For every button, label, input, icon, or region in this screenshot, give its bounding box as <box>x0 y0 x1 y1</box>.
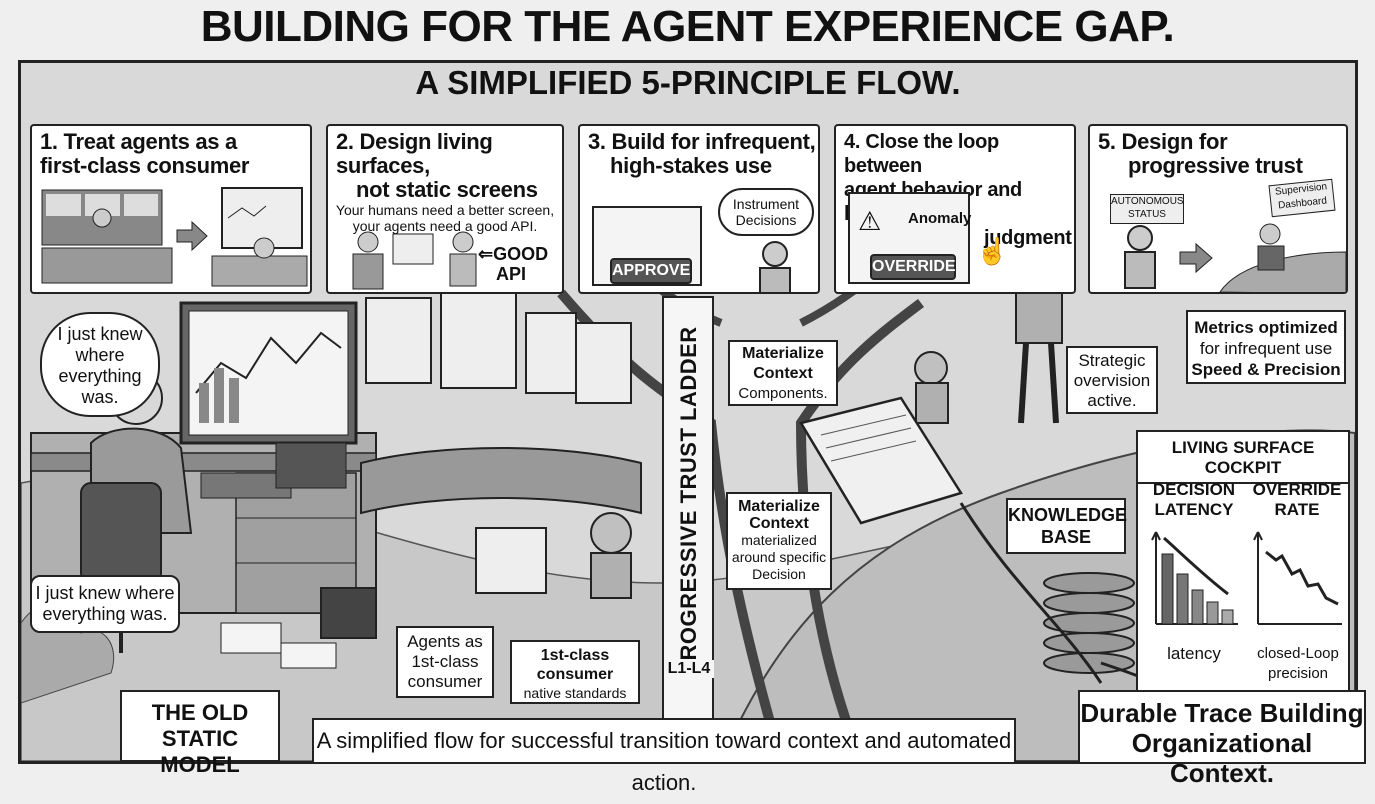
pointing-hand-icon: ☝ <box>976 236 1009 266</box>
ladder-label: PROGRESSIVE TRUST LADDER <box>676 326 701 676</box>
override-button[interactable]: OVERRIDE <box>870 254 956 280</box>
human-and-robot-illustration <box>352 231 477 290</box>
latency-caption: latency <box>1167 644 1221 663</box>
principle-2-caption: Your humans need a better screen,your ag… <box>335 202 555 234</box>
cockpit-charts <box>1151 531 1342 625</box>
trust-progression-illustration <box>1124 223 1346 292</box>
anomaly-label: Anomaly <box>908 210 972 227</box>
flow-subtitle: A SIMPLIFIED 5-PRINCIPLE FLOW. <box>415 64 961 101</box>
principle-3-title: 3. Build for infrequent,high-stakes use <box>588 129 816 178</box>
cockpit-title: LIVING SURFACE COCKPIT <box>1138 432 1348 484</box>
robot-icon <box>759 241 791 292</box>
arrow-left-icon: ⇐ <box>478 244 494 264</box>
control-room-illustration <box>41 187 308 287</box>
page-title: BUILDING FOR THE AGENT EXPERIENCE GAP. <box>200 2 1175 51</box>
warning-icon: ⚠ <box>858 206 882 236</box>
principle-card-2: 2. Design living surfaces,not static scr… <box>326 124 564 294</box>
approve-button[interactable]: APPROVE <box>610 258 692 284</box>
footer-caption: A simplified flow for successful transit… <box>312 718 1016 795</box>
ladder-level: L1-L4 <box>664 660 714 678</box>
principle-2-title: 2. Design living surfaces,not static scr… <box>336 129 538 202</box>
principle-card-3: 3. Build for infrequent,high-stakes use … <box>578 124 820 294</box>
